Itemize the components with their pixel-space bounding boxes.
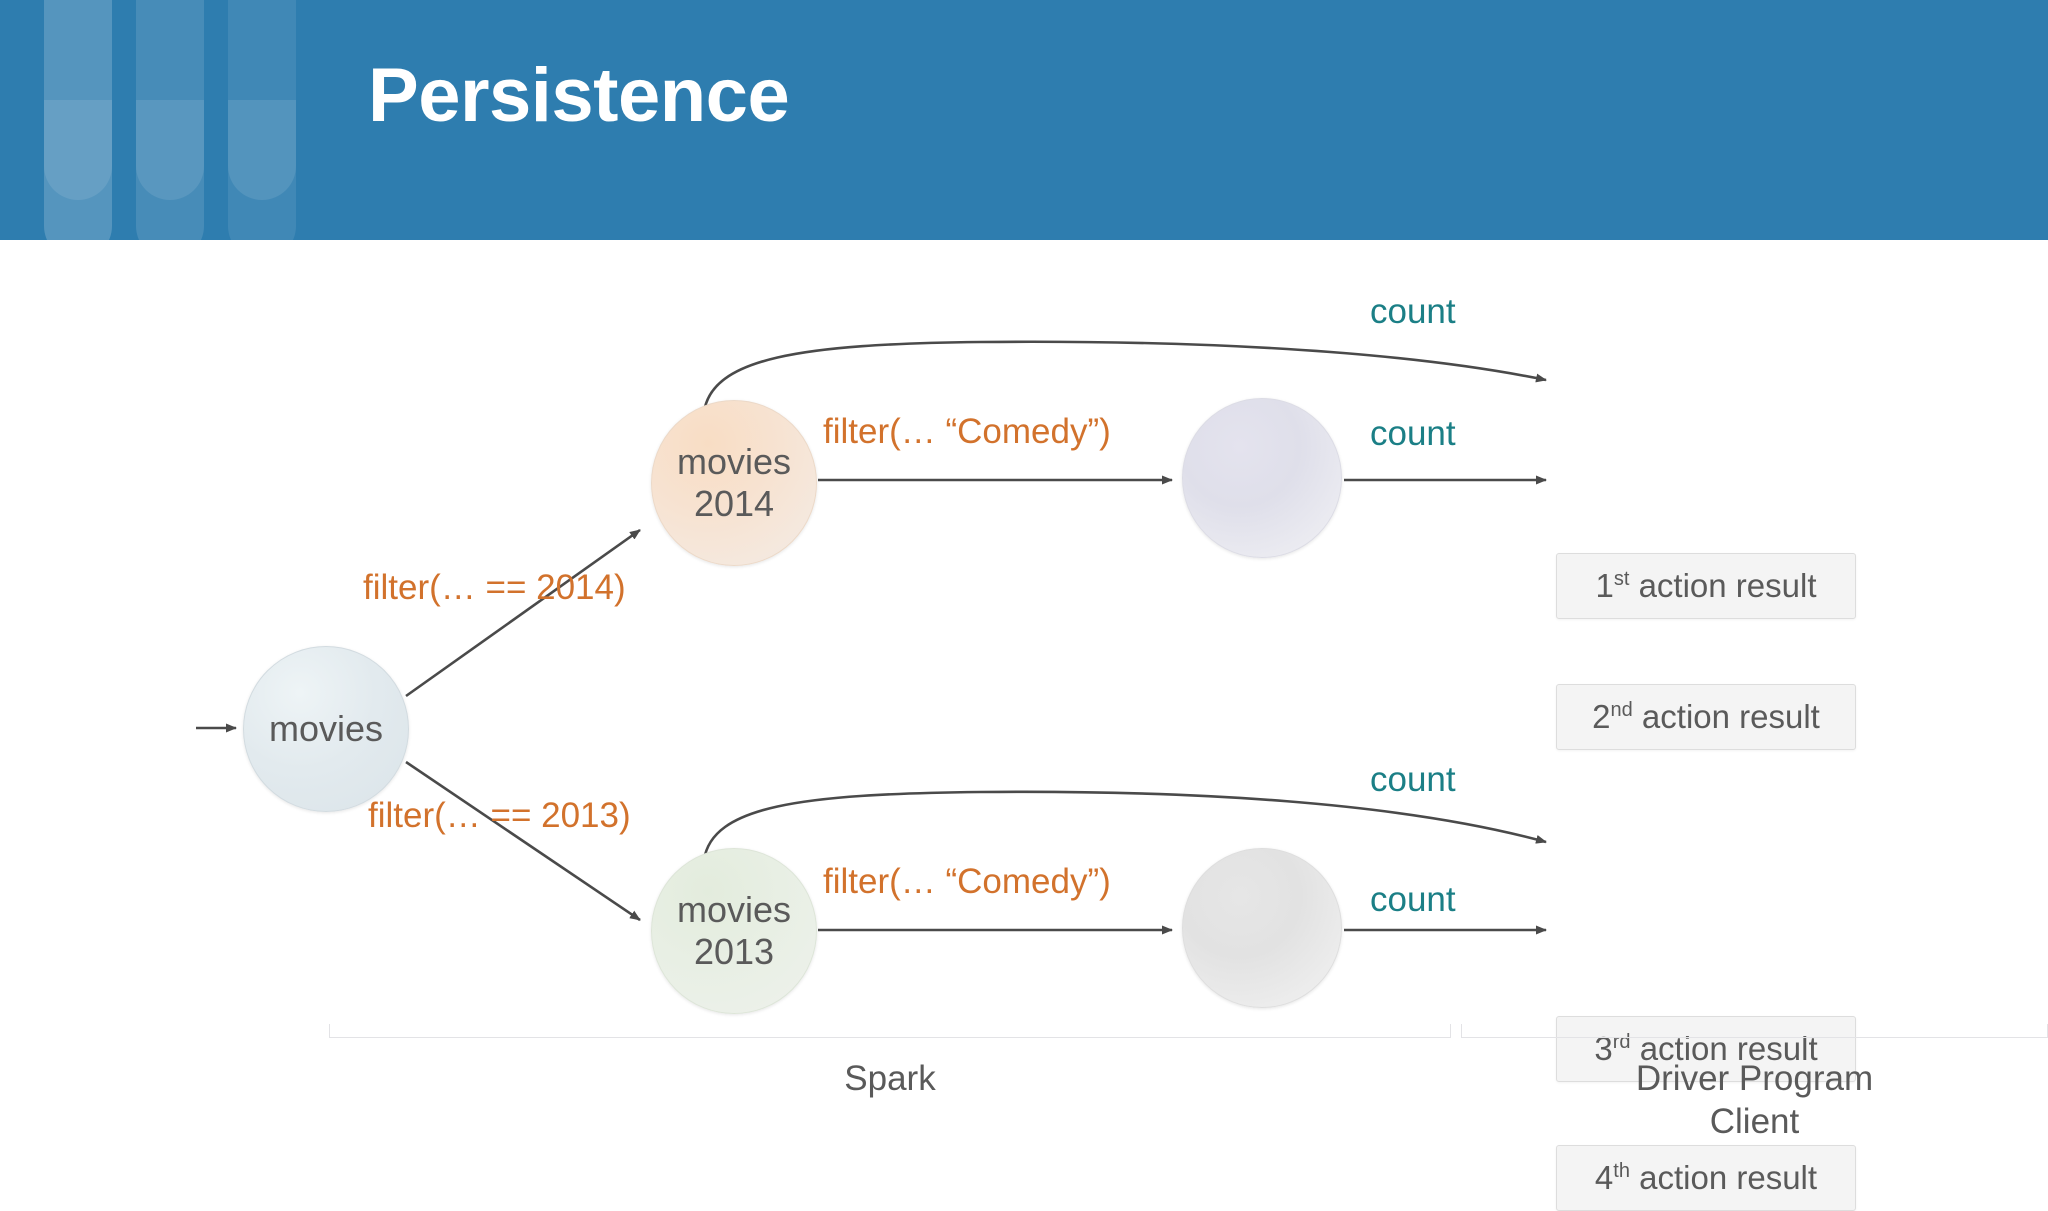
result-box-2[interactable]: 2nd action result xyxy=(1556,684,1856,750)
result-ordinal: 3 xyxy=(1594,1030,1613,1067)
spark-divider-tick-left xyxy=(329,1024,330,1038)
header-decoration-bar-3 xyxy=(228,0,296,240)
node-comedy-2013[interactable] xyxy=(1182,848,1342,1008)
node-label-line2: 2013 xyxy=(693,931,775,972)
spark-divider-tick-right xyxy=(1450,1024,1451,1038)
result-ordinal: 4 xyxy=(1594,1159,1614,1196)
edge-2014-to-result1 xyxy=(702,340,1547,413)
edge-label-count-3: count xyxy=(1370,760,1456,799)
edge-label-filter-2014: filter(… == 2014) xyxy=(363,568,626,607)
header-decoration-cap xyxy=(228,100,296,200)
header-decoration-cap xyxy=(136,100,204,200)
slide-header: Persistence xyxy=(0,0,2048,240)
result-suffix: st xyxy=(1613,568,1630,590)
driver-section-divider xyxy=(1461,1037,2048,1038)
page-title: Persistence xyxy=(368,53,790,138)
edge-label-filter-2013: filter(… == 2013) xyxy=(368,796,631,835)
footer-label-driver-line2: Client xyxy=(1709,1101,1800,1141)
edge-label-count-4: count xyxy=(1370,880,1456,919)
result-suffix: nd xyxy=(1610,699,1633,721)
header-decoration-cap xyxy=(44,100,112,200)
footer-label-driver-line1: Driver Program xyxy=(1635,1059,1874,1098)
result-ordinal: 2 xyxy=(1592,698,1611,735)
result-suffix: rd xyxy=(1612,1031,1631,1053)
footer-label-spark: Spark xyxy=(844,1059,936,1098)
result-ordinal: 1 xyxy=(1595,567,1614,604)
spark-section-divider xyxy=(329,1037,1451,1038)
result-box-1[interactable]: 1st action result xyxy=(1556,553,1856,619)
driver-divider-tick-left xyxy=(1461,1024,1462,1038)
result-text: action result xyxy=(1632,698,1820,735)
edge-movies-to-2014 xyxy=(405,528,641,698)
node-label-line1: movies xyxy=(676,888,792,930)
footer-label-driver: Driver Program Client xyxy=(1461,1058,2048,1143)
node-comedy-2014[interactable] xyxy=(1182,398,1342,558)
header-decoration-bar-2 xyxy=(136,0,204,240)
result-suffix: th xyxy=(1613,1160,1630,1182)
node-label: movies xyxy=(268,707,384,749)
diagram-connectors xyxy=(196,340,1547,935)
node-movies-2014[interactable]: movies 2014 xyxy=(651,400,817,566)
node-movies[interactable]: movies xyxy=(243,646,409,812)
node-movies-2013[interactable]: movies 2013 xyxy=(651,848,817,1014)
diagram-canvas: movies movies 2014 movies 2013 filter(… … xyxy=(0,240,2048,1211)
node-label-line2: 2014 xyxy=(693,483,775,524)
edge-label-filter-comedy-bottom: filter(… “Comedy”) xyxy=(823,862,1111,901)
edge-label-count-2: count xyxy=(1370,414,1456,453)
result-box-4[interactable]: 4th action result xyxy=(1556,1145,1856,1211)
edge-2013-to-result3 xyxy=(702,790,1547,861)
result-box-3[interactable]: 3rd action result xyxy=(1556,1016,1856,1082)
node-label-line1: movies xyxy=(676,440,792,482)
header-decoration-bar-1 xyxy=(44,0,112,240)
edge-movies-to-2013 xyxy=(405,760,641,922)
result-text: action result xyxy=(1630,1030,1818,1067)
result-text: action result xyxy=(1629,567,1817,604)
edge-label-filter-comedy-top: filter(… “Comedy”) xyxy=(823,412,1111,451)
edge-label-count-1: count xyxy=(1370,292,1456,331)
result-text: action result xyxy=(1629,1159,1818,1196)
